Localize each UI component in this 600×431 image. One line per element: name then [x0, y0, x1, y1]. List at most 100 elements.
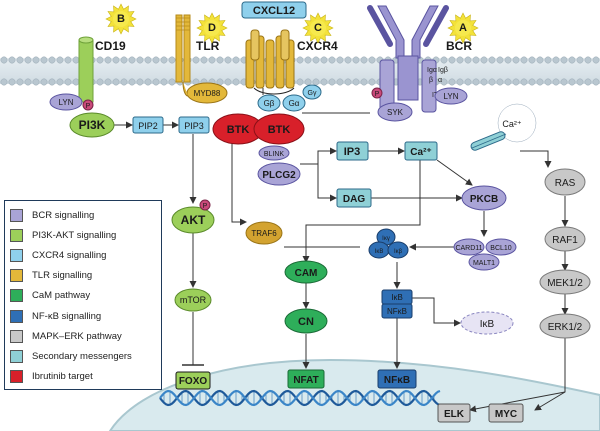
akt-label: AKT	[181, 213, 206, 227]
cn-label: CN	[298, 316, 314, 328]
legend-item: PI3K-AKT signalling	[10, 225, 156, 245]
legend-item: NF-κB signalling	[10, 306, 156, 326]
pi3k-node	[69, 112, 115, 138]
lipid-head	[32, 56, 40, 64]
lipid-head	[544, 78, 552, 86]
lipid-head	[160, 78, 168, 86]
calcium-store	[497, 103, 537, 143]
nucleus	[108, 358, 600, 431]
ig-alpha-label: Igα	[427, 67, 437, 74]
nfkb-cyto-node	[381, 303, 413, 319]
malt1-label: MALT1	[473, 260, 495, 267]
legend-item: CXCR4 signalling	[10, 245, 156, 265]
tlr-label: TLR	[196, 39, 220, 53]
ca-cyto-node	[404, 141, 438, 161]
lipid-head	[24, 56, 32, 64]
lyn-right	[434, 87, 468, 105]
lipid-head	[336, 78, 344, 86]
lipid-head	[168, 78, 176, 86]
nfkb-cyto-label: NFκB	[387, 307, 407, 316]
lipid-head	[0, 56, 8, 64]
legend-swatch	[10, 289, 23, 303]
lipid-head	[504, 56, 512, 64]
ip3-node	[336, 141, 369, 161]
g-beta	[257, 94, 281, 112]
lipid-head	[64, 78, 72, 86]
lipid-head	[104, 78, 112, 86]
legend-item: TLR signalling	[10, 266, 156, 286]
lipid-head	[40, 56, 48, 64]
lyn-left-label: LYN	[59, 98, 74, 107]
lipid-head	[528, 78, 536, 86]
lipid-head	[552, 78, 560, 86]
legend-item: MAPK–ERK pathway	[10, 326, 156, 346]
pathway-edges	[112, 88, 569, 413]
lyn-right-label: LYN	[444, 92, 459, 101]
phospho-right-label: P	[375, 91, 380, 98]
lipid-head	[584, 56, 592, 64]
akt-node	[171, 206, 215, 234]
legend-swatch	[10, 309, 23, 323]
lipid-head	[192, 56, 200, 64]
lipid-head	[152, 56, 160, 64]
cxcl12-label: CXCL12	[253, 5, 295, 17]
lipid-head	[128, 56, 136, 64]
ip3-label: IP3	[344, 146, 361, 158]
pip3-node	[178, 116, 210, 134]
cd19-label: CD19	[95, 39, 126, 53]
lipid-head	[56, 56, 64, 64]
lipid-head	[352, 78, 360, 86]
legend-item: Secondary messengers	[10, 346, 156, 366]
traf6-label: TRAF6	[251, 229, 277, 238]
ikb-degraded-label: IκB	[480, 319, 495, 330]
lipid-head	[464, 56, 472, 64]
lipid-head	[112, 56, 120, 64]
lipid-head	[120, 78, 128, 86]
card11-node	[453, 238, 485, 256]
legend-label: PI3K-AKT signalling	[32, 229, 117, 241]
lipid-head	[296, 56, 304, 64]
lipid-head	[480, 78, 488, 86]
mek-node	[539, 269, 591, 295]
legend-swatch	[10, 269, 23, 283]
cam-label: CAM	[295, 268, 318, 279]
badge-sun	[196, 12, 228, 44]
legend-label: MAPK–ERK pathway	[32, 330, 122, 342]
lipid-head	[72, 56, 80, 64]
lipid-head	[232, 78, 240, 86]
malt1-node	[468, 253, 500, 271]
lipid-head	[64, 56, 72, 64]
lipid-head	[320, 78, 328, 86]
lipid-head	[520, 78, 528, 86]
lipid-head	[144, 78, 152, 86]
lipid-head	[72, 78, 80, 86]
ca-store-label: Ca²⁺	[502, 119, 522, 129]
btk-right-label: BTK	[268, 124, 291, 136]
traf6-node	[245, 221, 283, 245]
lipid-head	[488, 78, 496, 86]
lipid-head	[368, 78, 376, 86]
ikk-beta	[387, 241, 409, 259]
lipid-head	[336, 56, 344, 64]
pip2-label: PIP2	[138, 121, 158, 131]
dna-backbone	[159, 389, 441, 407]
legend-item: Ibrutinib target	[10, 367, 156, 387]
lipid-head	[320, 56, 328, 64]
cd19-receptor	[78, 39, 94, 103]
lipid-head	[224, 56, 232, 64]
bcl10-label: BCL10	[490, 245, 512, 252]
lipid-head	[328, 56, 336, 64]
lyn-left	[49, 93, 83, 111]
lipid-head	[312, 78, 320, 86]
ikk-gamma-label: Iκγ	[382, 236, 390, 242]
lipid-head	[512, 56, 520, 64]
bcr-label: BCR	[446, 39, 472, 53]
elk-label: ELK	[444, 409, 465, 420]
bcl10-node	[485, 238, 517, 256]
dna-backbone	[159, 389, 441, 407]
ikb-alpha-label: IκB	[375, 249, 384, 255]
lipid-head	[360, 78, 368, 86]
lipid-head	[160, 56, 168, 64]
lipid-head	[224, 78, 232, 86]
badge-sun	[105, 3, 137, 35]
